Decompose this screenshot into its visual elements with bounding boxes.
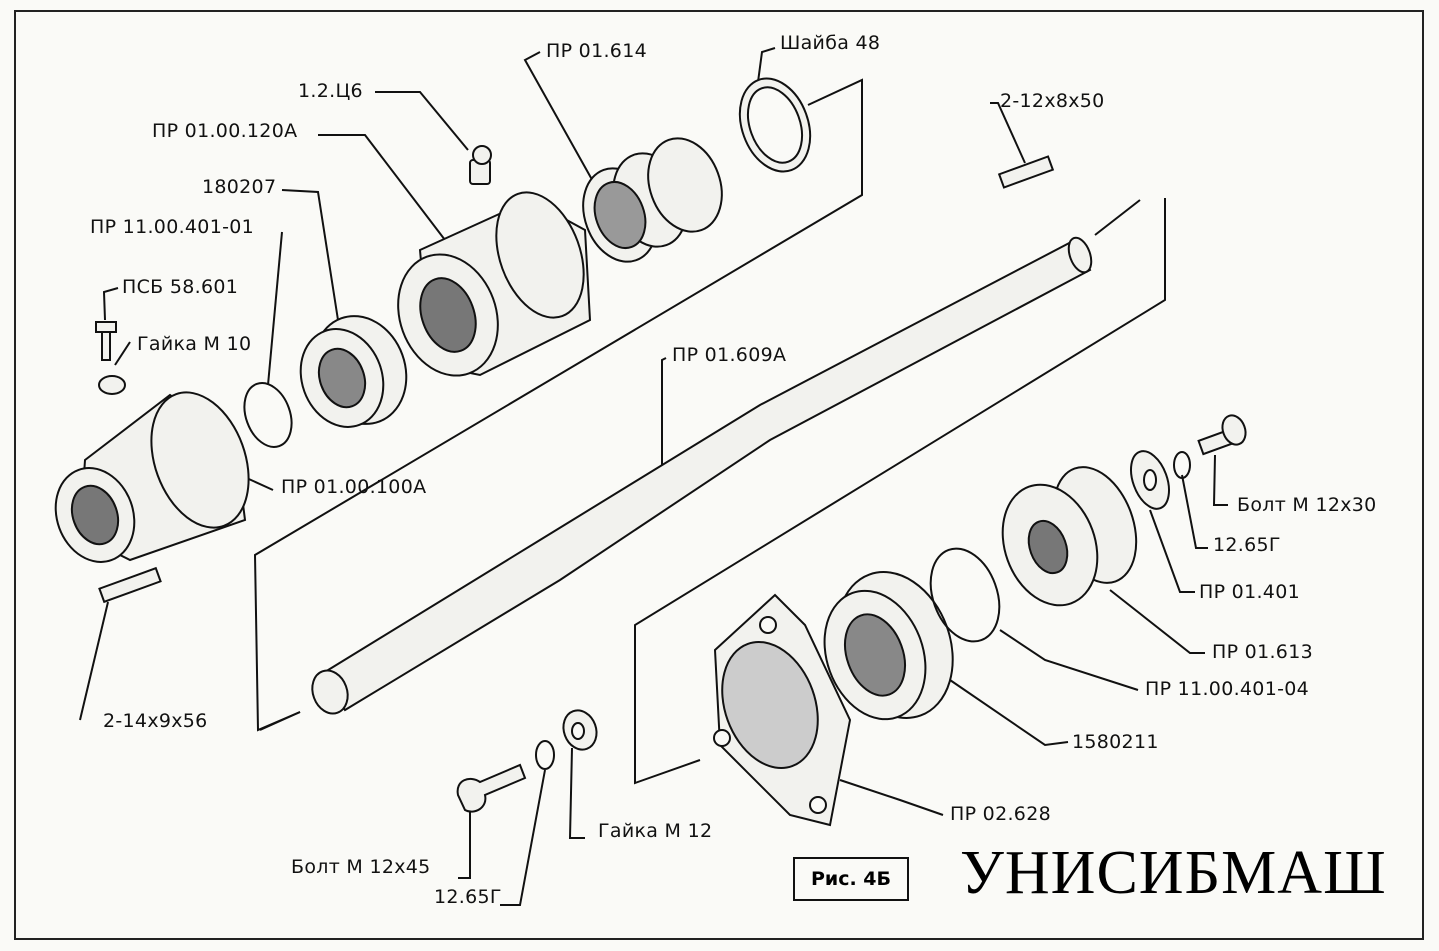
lock-washer-right-part [1173, 451, 1191, 479]
leader-pr1100401_04 [999, 629, 1139, 691]
leader-key2-12 [990, 102, 1026, 164]
label-pr1100401-01: ПР 11.00.401-01 [90, 216, 255, 238]
bearing-1580211-part [823, 571, 954, 721]
snap-ring-01-part [243, 382, 293, 448]
snap-ring-04-part [929, 547, 1001, 643]
label-psb58601: ПСБ 58.601 [122, 276, 239, 298]
label-pr01614: ПР 01.614 [546, 40, 647, 62]
spring-part [582, 137, 723, 263]
leader-pr1100401_01 [267, 231, 283, 386]
leader-gaika_m12 [568, 747, 585, 839]
bolt-psb-part [101, 329, 111, 361]
leader-bolt_m12x30 [1212, 454, 1228, 506]
axis-line-right [634, 198, 1166, 785]
drawing-frame [14, 10, 1424, 940]
bearing-180207-part [299, 315, 408, 428]
label-12-65g-right: 12.65Г [1213, 534, 1281, 556]
label-gaika-m10: Гайка М 10 [137, 333, 252, 355]
leader-pr0100120a [318, 134, 446, 241]
bolt-m12x45-part [456, 763, 527, 813]
label-pr01609a: ПР 01.609А [672, 344, 787, 366]
label-key-2-14x9x56: 2-14х9х56 [103, 710, 208, 732]
leader-psb58601 [102, 287, 119, 321]
bolt-m12x30-part [1197, 414, 1247, 456]
label-shaiba48: Шайба 48 [780, 32, 881, 54]
figure-label: Рис. 4Б [793, 857, 909, 901]
leader-key2-14 [79, 601, 109, 721]
label-pr1100401-04: ПР 11.00.401-04 [1145, 678, 1310, 700]
leader-gaika_m10 [114, 341, 131, 366]
grease-fitting-part [469, 145, 492, 185]
key-12-part [997, 155, 1055, 189]
leader-1580211 [949, 679, 1069, 747]
leader-pr01609a [661, 357, 667, 470]
leader-pr01614 [523, 51, 596, 186]
leader-1265g-right [1181, 474, 1208, 549]
brand-title: УНИСИБМАШ [960, 839, 1387, 907]
leader-shaiba48 [757, 47, 776, 83]
label-pr0100120a: ПР 01.00.120А [152, 120, 298, 142]
axis-arrow-left [259, 711, 301, 731]
hub-part [397, 191, 592, 377]
housing-part [54, 391, 250, 563]
label-1580211: 1580211 [1072, 731, 1159, 753]
key-14-part [98, 566, 162, 604]
label-pr01401: ПР 01.401 [1199, 581, 1300, 603]
lock-washer-bottom-part [535, 740, 555, 770]
nut-m10-part [98, 375, 126, 395]
sprocket-part [1001, 466, 1138, 607]
label-key-2-12x8x50: 2-12х8х50 [1000, 90, 1105, 112]
shaft-part [311, 236, 1093, 715]
label-1-2-c6: 1.2.Ц6 [298, 80, 363, 102]
label-pr0100100a: ПР 01.00.100А [281, 476, 427, 498]
label-pr01613: ПР 01.613 [1212, 641, 1313, 663]
leader-pr02628 [839, 779, 944, 816]
axis-arrow-right [1094, 199, 1141, 236]
label-bolt-m12x45: Болт М 12х45 [291, 856, 431, 878]
leader-pr01401 [1149, 509, 1195, 593]
label-gaika-m12: Гайка М 12 [598, 820, 713, 842]
label-12-65g-bottom: 12.65Г [434, 886, 502, 908]
label-180207: 180207 [202, 176, 277, 198]
flange-part [713, 593, 852, 827]
leader-pr01613 [1109, 589, 1205, 654]
leader-180207 [281, 189, 339, 321]
leader-1265g-bottom [500, 769, 546, 906]
leader-c12c6 [375, 91, 469, 151]
label-bolt-m12x30: Болт М 12х30 [1237, 494, 1377, 516]
label-pr02628: ПР 02.628 [950, 803, 1051, 825]
leader-bolt_m12x45 [458, 805, 471, 879]
